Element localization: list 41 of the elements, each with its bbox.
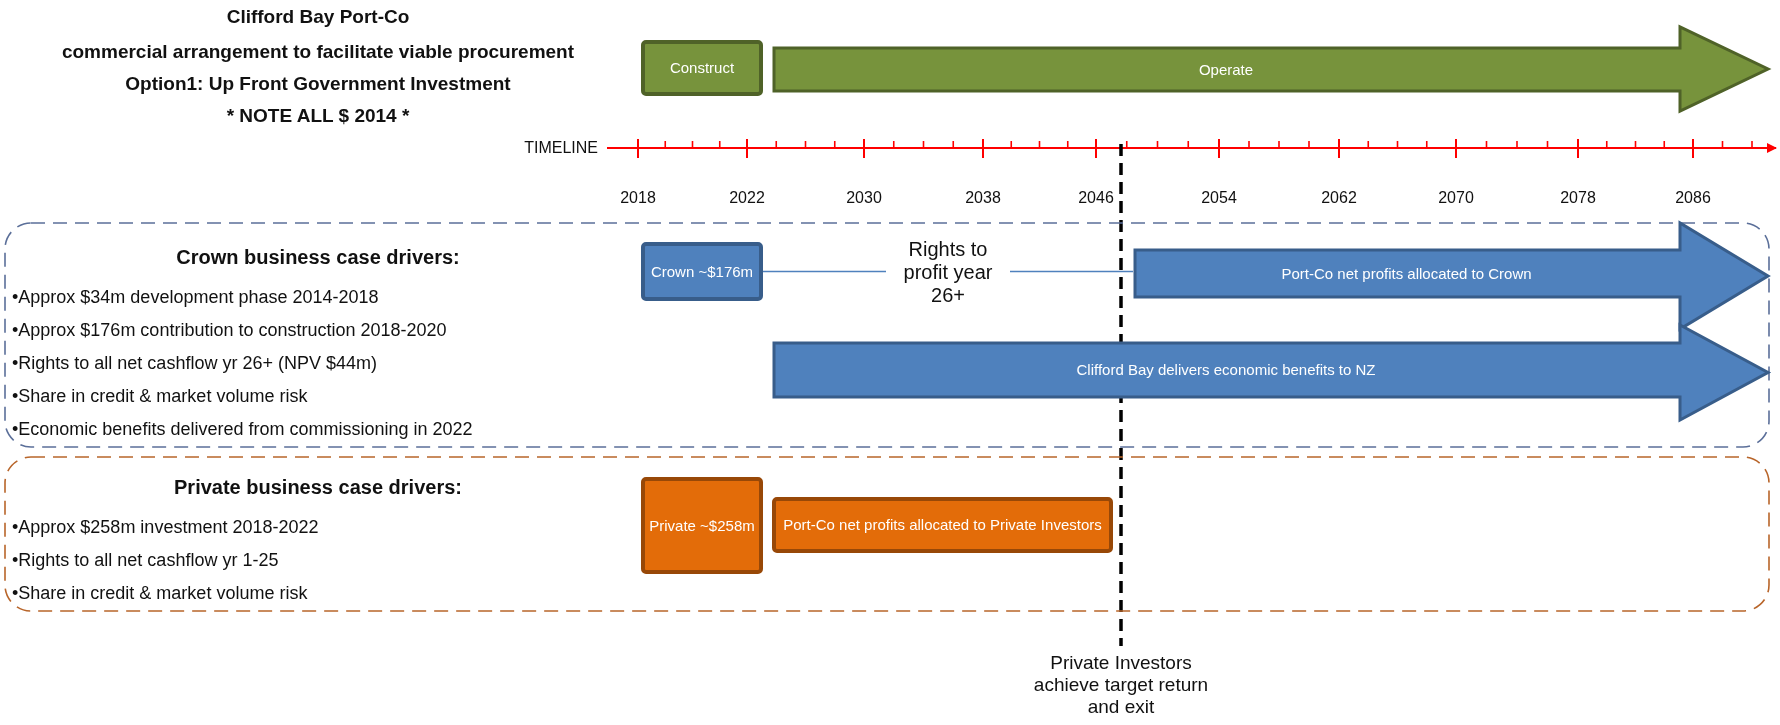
subtitle: commercial arrangement to facilitate viable procurement xyxy=(60,41,576,63)
bullet-item: •Share in credit & market volume risk xyxy=(12,386,309,407)
axis-label: TIMELINE xyxy=(523,139,598,158)
year-label: 2062 xyxy=(1320,189,1358,208)
milestone-note: Private Investors achieve target return and exit xyxy=(1032,652,1210,718)
bullet-item: •Economic benefits delivered from commissioning in 2022 xyxy=(12,419,474,440)
bullet-item: •Rights to all net cashflow yr 1-25 xyxy=(12,550,280,571)
bullet-item: •Approx $176m contribution to construction 2018-2020 xyxy=(12,320,448,341)
box-label: Construct xyxy=(668,58,736,79)
dashed-band xyxy=(4,222,1770,448)
box-label: Crown ~$176m xyxy=(649,261,755,282)
benefit-arrow xyxy=(772,323,1770,422)
section-heading: Crown business case drivers: xyxy=(175,246,461,269)
phase-box xyxy=(641,40,763,96)
year-label: 2018 xyxy=(619,189,657,208)
dashed-band xyxy=(4,456,1770,612)
section-heading: Private business case drivers: xyxy=(173,476,463,499)
subtitle: Option1: Up Front Government Investment xyxy=(124,73,512,95)
bullet-item: •Approx $34m development phase 2014-2018 xyxy=(12,287,380,308)
bullet-item: •Rights to all net cashflow yr 26+ (NPV $44m) xyxy=(12,353,378,374)
box-label: Private ~$258m xyxy=(648,515,756,536)
year-label: 2030 xyxy=(845,189,883,208)
arrow-label: Port-Co net profits allocated to Crown xyxy=(1280,263,1533,284)
bullet-item: •Approx $258m investment 2018-2022 xyxy=(12,517,320,538)
profit-box xyxy=(772,497,1113,553)
year-label: 2038 xyxy=(964,189,1002,208)
funding-box xyxy=(641,477,763,574)
year-label: 2022 xyxy=(728,189,766,208)
year-label: 2078 xyxy=(1559,189,1597,208)
bullet-item: •Share in credit & market volume risk xyxy=(12,583,309,604)
diagram-title: Clifford Bay Port-Co xyxy=(225,6,411,28)
arrow-label: Clifford Bay delivers economic benefits to NZ xyxy=(1075,360,1377,381)
note-text: * NOTE ALL $ 2014 * xyxy=(225,105,411,127)
arrow-label: Operate xyxy=(1197,59,1255,80)
phase-arrow xyxy=(772,25,1770,113)
year-label: 2086 xyxy=(1674,189,1712,208)
funding-box xyxy=(641,242,763,301)
year-label: 2054 xyxy=(1200,189,1238,208)
year-label: 2046 xyxy=(1077,189,1115,208)
year-label: 2070 xyxy=(1437,189,1475,208)
box-label: Port-Co net profits allocated to Private Investors xyxy=(782,515,1103,536)
